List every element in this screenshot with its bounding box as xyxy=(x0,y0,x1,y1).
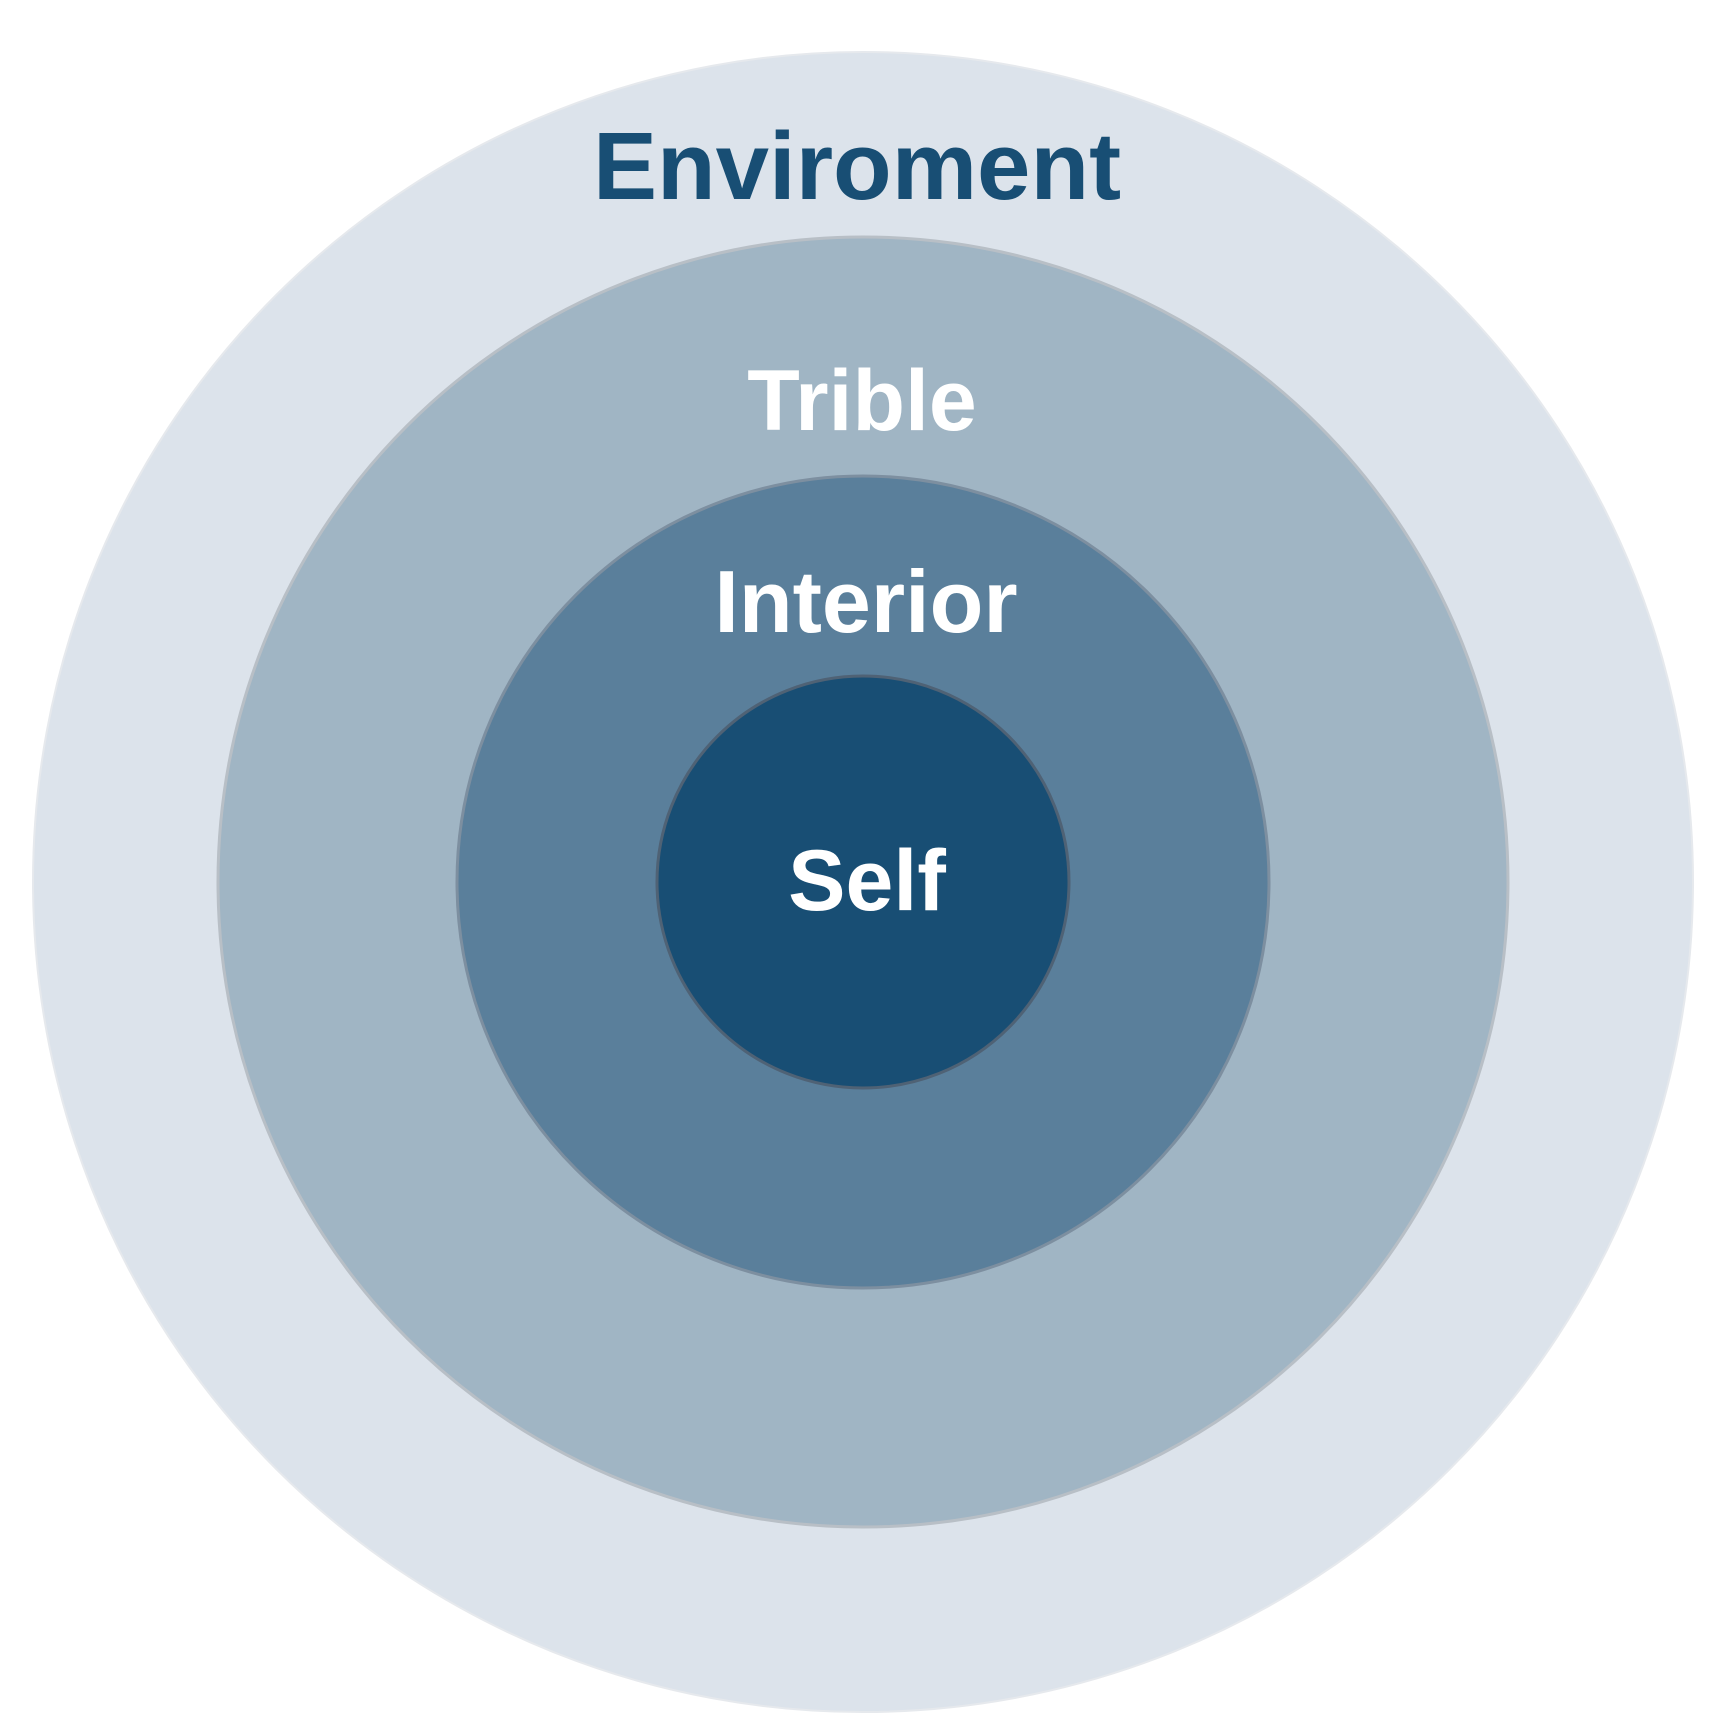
ring-self xyxy=(655,674,1071,1090)
label-environment: Enviroment xyxy=(593,113,1121,220)
label-self: Self xyxy=(788,833,946,929)
label-trible: Trible xyxy=(747,353,976,449)
label-interior: Interior xyxy=(714,552,1017,651)
